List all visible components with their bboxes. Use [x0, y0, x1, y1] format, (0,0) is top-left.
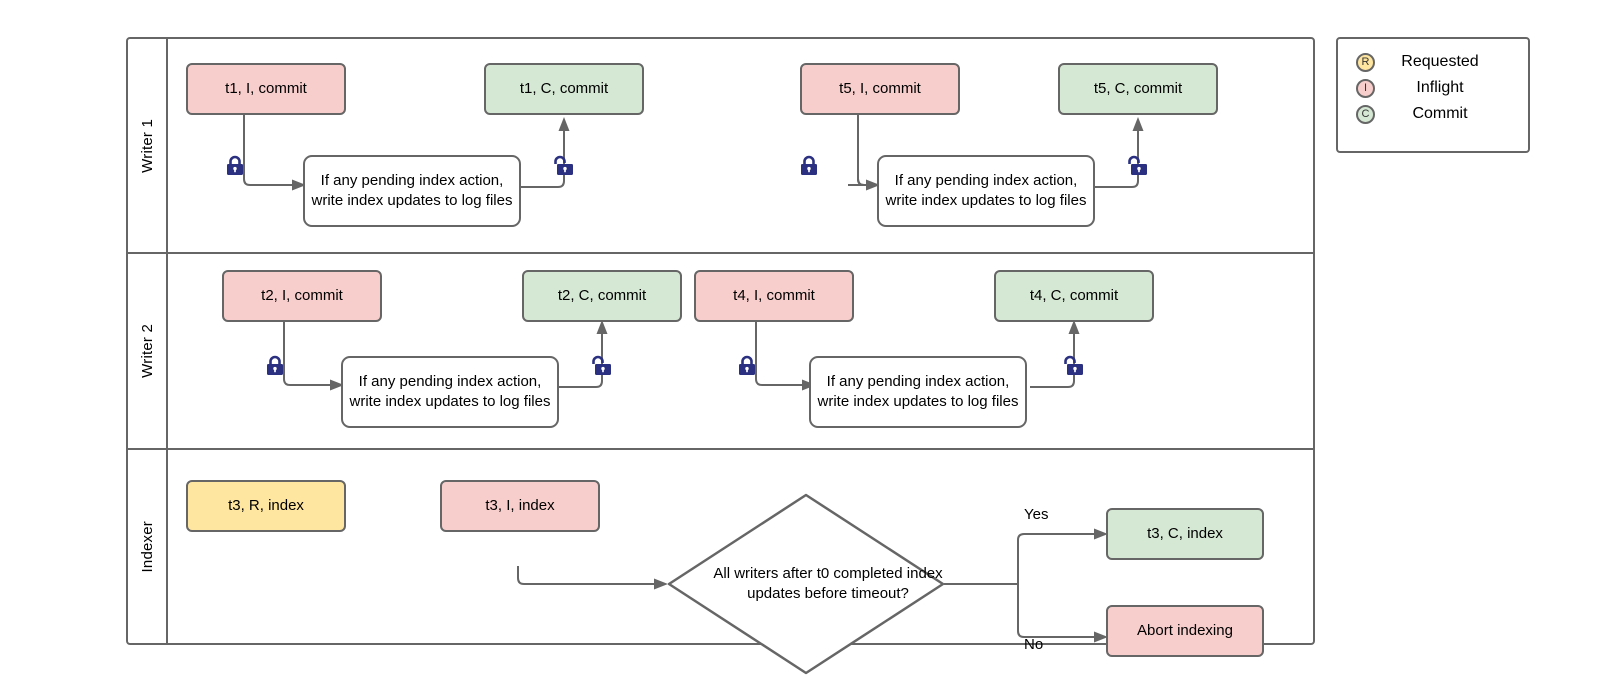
node-t5-inflight[interactable]: t5, I, commit [800, 63, 960, 115]
edge-label-yes: Yes [1024, 506, 1049, 523]
note-writer2-right[interactable]: If any pending index action, write index… [809, 356, 1027, 428]
lane-writer-1: Writer 1 t1, I, [128, 39, 1313, 254]
lane-title-indexer: Indexer [138, 520, 156, 573]
legend-item-requested: R Requested [1356, 49, 1528, 75]
legend-item-inflight: I Inflight [1356, 75, 1528, 101]
legend-label-requested: Requested [1401, 53, 1479, 70]
note-writer1-left[interactable]: If any pending index action, write index… [303, 155, 521, 227]
legend-glyph-inflight: I [1363, 82, 1368, 94]
swimlane-pool: Writer 1 t1, I, [126, 37, 1315, 675]
node-abort-indexing[interactable]: Abort indexing [1106, 605, 1264, 657]
lane-title-writer-1: Writer 1 [138, 118, 156, 173]
node-t5-commit[interactable]: t5, C, commit [1058, 63, 1218, 115]
lane-label-indexer: Indexer [128, 450, 168, 643]
commit-status-icon: C [1356, 104, 1375, 124]
closed-padlock-icon [224, 155, 246, 177]
closed-padlock-icon [264, 355, 286, 377]
legend-glyph-requested: R [1361, 56, 1370, 68]
legend-label-inflight: Inflight [1416, 79, 1464, 96]
lane-label-writer-2: Writer 2 [128, 254, 168, 448]
node-t2-inflight[interactable]: t2, I, commit [222, 270, 382, 322]
lane-body-indexer: t3, R, index t3, I, index All writers af… [168, 450, 1313, 675]
decision-diamond[interactable]: All writers after t0 completed index upd… [666, 492, 946, 676]
node-t3-requested[interactable]: t3, R, index [186, 480, 346, 532]
open-padlock-icon [1061, 355, 1083, 377]
open-padlock-icon [1125, 155, 1147, 177]
closed-padlock-icon [798, 155, 820, 177]
note-writer2-left[interactable]: If any pending index action, write index… [341, 356, 559, 428]
legend-label-commit: Commit [1412, 105, 1468, 122]
lane-writer-2: Writer 2 t2, I, commit If any pending in… [128, 254, 1313, 450]
node-t4-inflight[interactable]: t4, I, commit [694, 270, 854, 322]
closed-padlock-icon [736, 355, 758, 377]
lane-body-writer-1: t1, I, commit If any pending index actio… [168, 39, 1313, 252]
lane-body-writer-2: t2, I, commit If any pending index actio… [168, 254, 1313, 448]
open-padlock-icon [589, 355, 611, 377]
requested-status-icon: R [1356, 52, 1375, 72]
node-t2-commit[interactable]: t2, C, commit [522, 270, 682, 322]
lane-indexer: Indexer t3, R, index t3, I, [128, 450, 1313, 675]
legend-glyph-commit: C [1361, 108, 1370, 120]
node-t1-commit[interactable]: t1, C, commit [484, 63, 644, 115]
inflight-status-icon: I [1356, 78, 1375, 98]
lane-title-writer-2: Writer 2 [138, 324, 156, 378]
node-t3-commit[interactable]: t3, C, index [1106, 508, 1264, 560]
open-padlock-icon [551, 155, 573, 177]
legend-item-commit: C Commit [1356, 101, 1528, 127]
edge-label-no: No [1024, 636, 1044, 653]
node-t4-commit[interactable]: t4, C, commit [994, 270, 1154, 322]
legend-panel: R Requested I Inflight C Commit [1336, 37, 1530, 153]
node-t1-inflight[interactable]: t1, I, commit [186, 63, 346, 115]
note-writer1-right[interactable]: If any pending index action, write index… [877, 155, 1095, 227]
node-t3-inflight[interactable]: t3, I, index [440, 480, 600, 532]
lane-label-writer-1: Writer 1 [128, 39, 168, 252]
